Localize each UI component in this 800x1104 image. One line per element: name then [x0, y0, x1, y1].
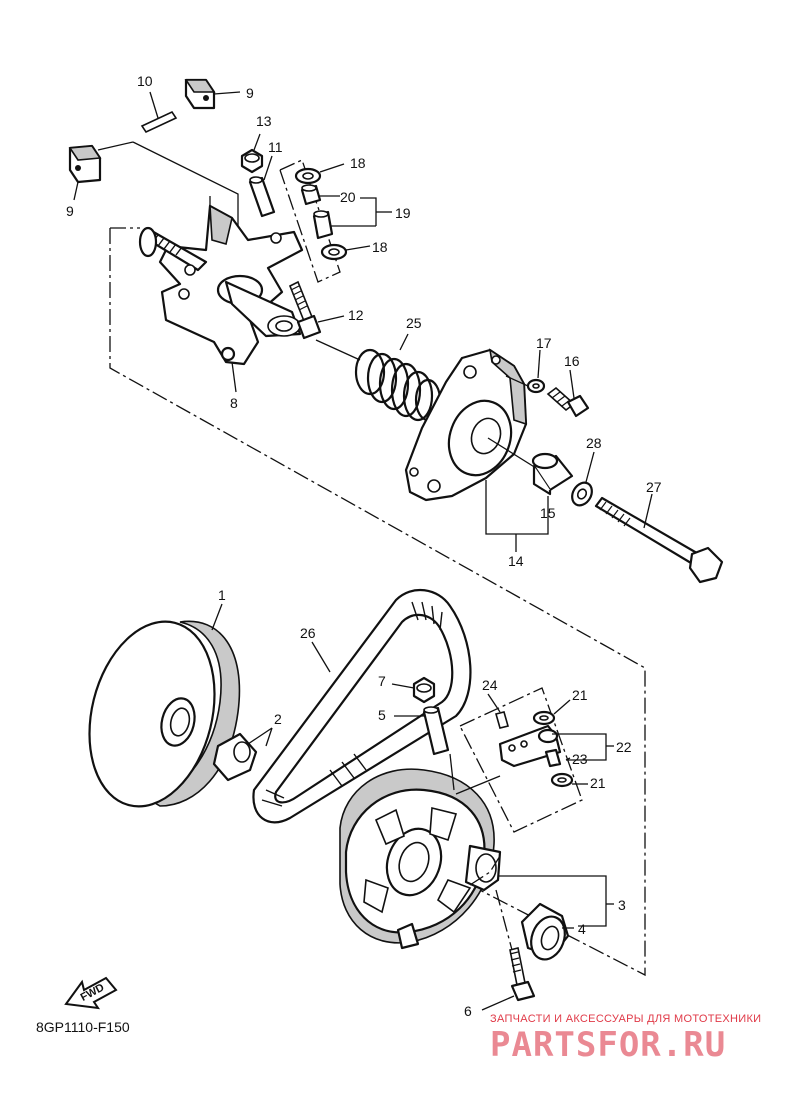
bolt-27	[594, 493, 724, 584]
movable-sheave-3	[339, 753, 614, 950]
spider-hub-8	[138, 204, 304, 393]
callout-27: 27	[646, 479, 662, 495]
callout-13: 13	[256, 113, 272, 129]
watermark-caption: ЗАПЧАСТИ И АКСЕССУАРЫ ДЛЯ МОТОТЕХНИКИ	[490, 1013, 761, 1025]
callout-21-bottom: 21	[590, 775, 606, 791]
collar-5	[394, 706, 450, 756]
nut-13	[240, 133, 264, 174]
callout-labels: 10 9 9 13 11 18 20 19 18 12 25 8 17 16 2…	[66, 73, 662, 1019]
weight-9-left	[68, 144, 102, 201]
nut-7	[391, 676, 436, 704]
callout-18-top: 18	[350, 155, 366, 171]
weight-arm-group-22	[459, 687, 614, 833]
callout-7: 7	[378, 673, 386, 689]
callout-22: 22	[616, 739, 632, 755]
bolt-6	[481, 889, 536, 1011]
callout-28: 28	[586, 435, 602, 451]
collar-2	[212, 727, 273, 782]
watermark-logo: PARTSFOR.RU	[490, 1025, 726, 1065]
callout-5: 5	[378, 707, 386, 723]
callout-15: 15	[540, 505, 556, 521]
callout-4: 4	[578, 921, 586, 937]
callout-14: 14	[508, 553, 524, 569]
callout-10: 10	[137, 73, 153, 89]
callout-26: 26	[300, 625, 316, 641]
callout-24: 24	[482, 677, 498, 693]
callout-2: 2	[274, 711, 282, 727]
watermark: ЗАПЧАСТИ И АКСЕССУАРЫ ДЛЯ МОТОТЕХНИКИ PA…	[490, 1013, 761, 1065]
callout-17: 17	[536, 335, 552, 351]
pin-10	[140, 91, 178, 134]
callout-11: 11	[268, 139, 283, 155]
callout-16: 16	[564, 353, 580, 369]
drive-belt-26	[252, 588, 472, 824]
callout-18-bottom: 18	[372, 239, 388, 255]
bushing-15	[485, 437, 574, 552]
bolt-16	[546, 369, 590, 418]
callout-20: 20	[340, 189, 356, 205]
callout-8: 8	[230, 395, 238, 411]
callout-6: 6	[464, 1003, 472, 1019]
fwd-direction-arrow: FWD	[64, 976, 118, 1010]
callout-12: 12	[348, 307, 364, 323]
collar-11	[248, 155, 276, 218]
callout-3: 3	[618, 897, 626, 913]
spacer-group-19	[279, 159, 392, 283]
spring-25	[315, 333, 442, 422]
callout-19: 19	[395, 205, 411, 221]
washer-17	[505, 349, 546, 394]
diagram-code: 8GP1110-F150	[36, 1019, 130, 1035]
callout-9-top: 9	[246, 85, 254, 101]
cover-14	[404, 348, 528, 502]
callout-1: 1	[218, 587, 226, 603]
callout-23: 23	[572, 751, 588, 767]
weight-9-top	[184, 78, 241, 110]
bushing-4	[520, 902, 574, 961]
bolt-12	[288, 280, 345, 340]
callout-9-left: 9	[66, 203, 74, 219]
fixed-sheave-1	[88, 603, 241, 808]
callout-21-top: 21	[572, 687, 588, 703]
washer-28	[571, 451, 595, 507]
callout-25: 25	[406, 315, 422, 331]
